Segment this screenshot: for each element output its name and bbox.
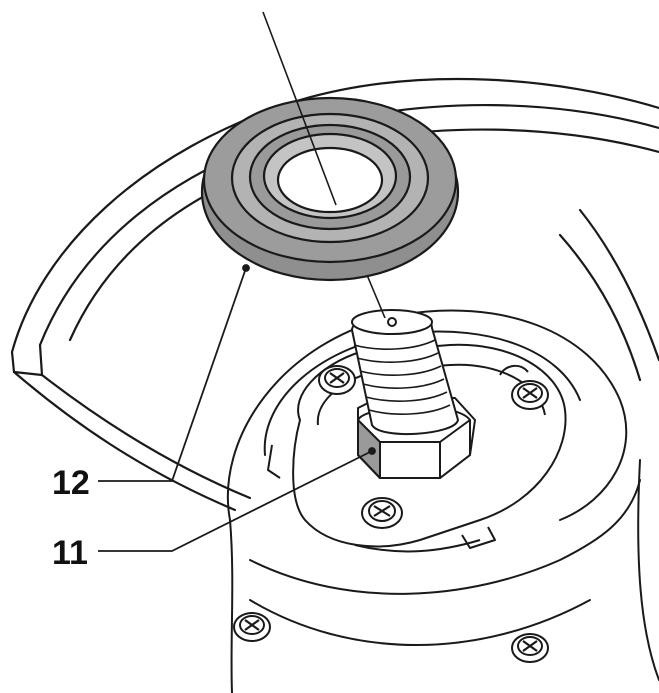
hex-nut-face-mid xyxy=(379,441,441,479)
callout-12: 12 xyxy=(52,464,90,502)
lower-body-left xyxy=(229,519,234,693)
bearing-cap-tab xyxy=(499,364,529,376)
housing-right-edge-2 xyxy=(558,233,642,382)
leader-line-11 xyxy=(98,450,373,552)
assembly-axis xyxy=(262,11,386,319)
hex-nut-face-right xyxy=(439,419,471,479)
axis-line-upper xyxy=(262,11,337,206)
bolt-center-hole xyxy=(387,317,397,327)
screw-lower-left xyxy=(233,612,271,642)
leader-dot-12 xyxy=(242,264,250,272)
spindle-bolt xyxy=(351,309,476,479)
leader-dot-11 xyxy=(368,447,376,455)
housing-left-wall-inner xyxy=(40,373,252,500)
leader-lines xyxy=(98,264,376,552)
base-plate-outline xyxy=(226,309,628,521)
bearing-cap-notch xyxy=(461,526,496,549)
lower-body-right xyxy=(637,459,659,681)
axis-line-lower xyxy=(366,274,386,319)
lower-flange xyxy=(249,599,591,646)
screw-lower-right xyxy=(511,633,549,663)
screw-top-right xyxy=(511,380,549,410)
screws xyxy=(233,365,549,663)
base-plate xyxy=(226,309,659,693)
bearing-cap-side xyxy=(267,444,281,479)
housing-right-edge xyxy=(578,208,659,362)
housing-left-wall xyxy=(12,370,237,512)
screw-bottom xyxy=(361,497,403,529)
housing-lip xyxy=(10,343,44,377)
leader-line-12 xyxy=(98,267,247,482)
callout-11: 11 xyxy=(52,534,88,572)
shaft-seal xyxy=(200,96,460,282)
seal-bore xyxy=(276,146,384,214)
lower-body-curve xyxy=(249,479,641,595)
bolt-threads xyxy=(353,339,451,415)
screw-top-left xyxy=(318,365,356,395)
